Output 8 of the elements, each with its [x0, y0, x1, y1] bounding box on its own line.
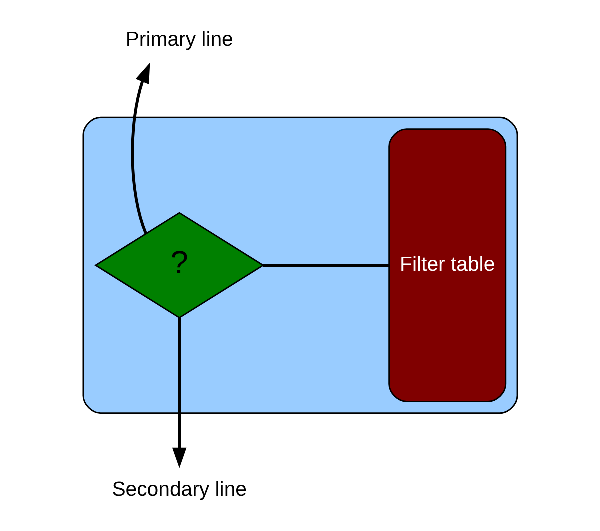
connector: [262, 264, 389, 267]
node-diamond: ?: [94, 212, 264, 319]
cluster: [82, 116, 518, 414]
arrow: [130, 62, 150, 234]
node-text: Primary line: [125, 28, 233, 51]
node-box: Filter table: [388, 128, 506, 402]
arrow: [172, 318, 186, 468]
node-text: Secondary line: [112, 478, 247, 501]
